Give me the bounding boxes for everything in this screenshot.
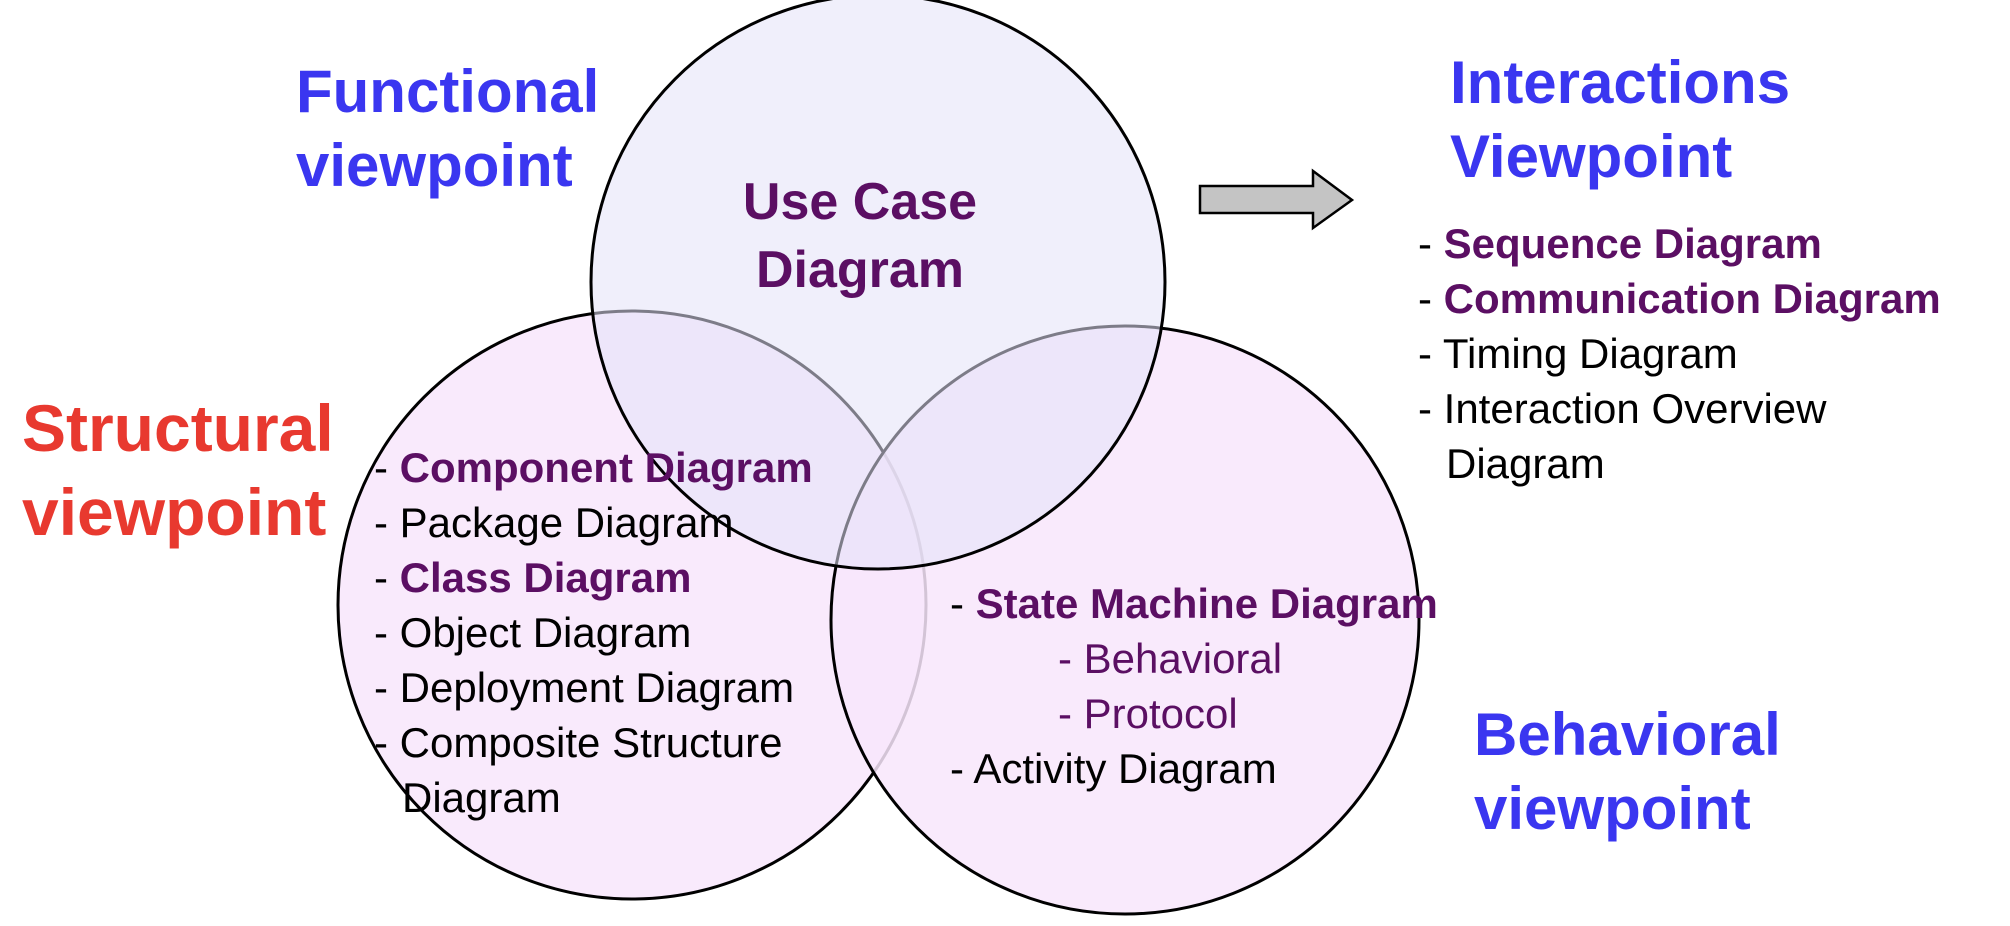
- diagram-item-label: Activity Diagram: [973, 745, 1277, 792]
- interactions-diagram-list: - Sequence Diagram- Communication Diagra…: [1418, 216, 1941, 491]
- functional-title-line1: Functional: [296, 58, 600, 125]
- list-dash: -: [1058, 635, 1084, 682]
- list-dash: -: [374, 609, 400, 656]
- diagram-item-label: Communication Diagram: [1443, 275, 1941, 322]
- structural-title-line1: Structural: [22, 391, 334, 465]
- functional-viewpoint-title: Functional viewpoint: [296, 55, 599, 203]
- structural-title-line2: viewpoint: [22, 475, 327, 549]
- functional-circle: [589, 0, 1167, 571]
- list-dash: -: [1418, 275, 1444, 322]
- list-dash: -: [950, 580, 976, 627]
- behavioral-title-line1: Behavioral: [1474, 701, 1781, 768]
- behavioral-viewpoint-title: Behavioral viewpoint: [1474, 698, 1781, 846]
- list-dash: -: [374, 719, 400, 766]
- diagram-item-label: Package Diagram: [399, 499, 734, 546]
- diagram-item: - Sequence Diagram: [1418, 216, 1941, 271]
- diagram-item-label: Object Diagram: [399, 609, 692, 656]
- structural-viewpoint-title: Structural viewpoint: [22, 386, 334, 554]
- diagram-item: - Package Diagram: [374, 495, 813, 550]
- diagram-item: - State Machine Diagram: [950, 576, 1438, 631]
- diagram-item-label: Composite Structure: [399, 719, 783, 766]
- diagram-item: - Deployment Diagram: [374, 660, 813, 715]
- list-dash: -: [1418, 330, 1443, 377]
- interactions-title-line1: Interactions: [1450, 49, 1791, 116]
- interactions-title-line2: Viewpoint: [1450, 123, 1733, 190]
- interactions-viewpoint-title: Interactions Viewpoint: [1450, 46, 1790, 194]
- diagram-item-continuation: Diagram: [1446, 440, 1605, 487]
- list-dash: -: [374, 664, 400, 711]
- structural-diagram-list: - Component Diagram- Package Diagram- Cl…: [374, 440, 813, 825]
- use-case-diagram-label: Use Case Diagram: [700, 168, 1020, 304]
- diagram-item: - Timing Diagram: [1418, 326, 1941, 381]
- functional-title-line2: viewpoint: [296, 132, 573, 199]
- diagram-item: - Component Diagram: [374, 440, 813, 495]
- diagram-item-label: Class Diagram: [399, 554, 692, 601]
- diagram-item: - Behavioral: [950, 631, 1438, 686]
- diagram-item-label: State Machine Diagram: [975, 580, 1438, 627]
- diagram-item: - Object Diagram: [374, 605, 813, 660]
- diagram-item-label: Component Diagram: [399, 444, 813, 491]
- list-dash: -: [950, 745, 974, 792]
- list-dash: -: [1058, 690, 1084, 737]
- use-case-line1: Use Case: [742, 173, 978, 231]
- diagram-item: - Protocol: [950, 686, 1438, 741]
- list-dash: -: [1418, 220, 1444, 267]
- diagram-item-label: Deployment Diagram: [399, 664, 795, 711]
- diagram-item-continuation: Diagram: [402, 774, 561, 821]
- diagram-item-label: Behavioral: [1083, 635, 1283, 682]
- list-dash: -: [374, 444, 400, 491]
- diagram-item: - Activity Diagram: [950, 741, 1438, 796]
- diagram-item: - Communication Diagram: [1418, 271, 1941, 326]
- diagram-item: - Class Diagram: [374, 550, 813, 605]
- right-arrow-icon: [1198, 168, 1355, 231]
- diagram-item-label: Sequence Diagram: [1443, 220, 1822, 267]
- list-dash: -: [374, 554, 400, 601]
- use-case-line2: Diagram: [755, 241, 965, 299]
- diagram-item-label: Timing Diagram: [1442, 330, 1738, 377]
- diagram-item-label: Interaction Overview: [1443, 385, 1827, 432]
- list-dash: -: [374, 499, 400, 546]
- list-dash: -: [1418, 385, 1444, 432]
- diagram-item-label: Protocol: [1083, 690, 1238, 737]
- behavioral-diagram-list: - State Machine Diagram- Behavioral- Pro…: [950, 576, 1438, 796]
- behavioral-title-line2: viewpoint: [1474, 775, 1751, 842]
